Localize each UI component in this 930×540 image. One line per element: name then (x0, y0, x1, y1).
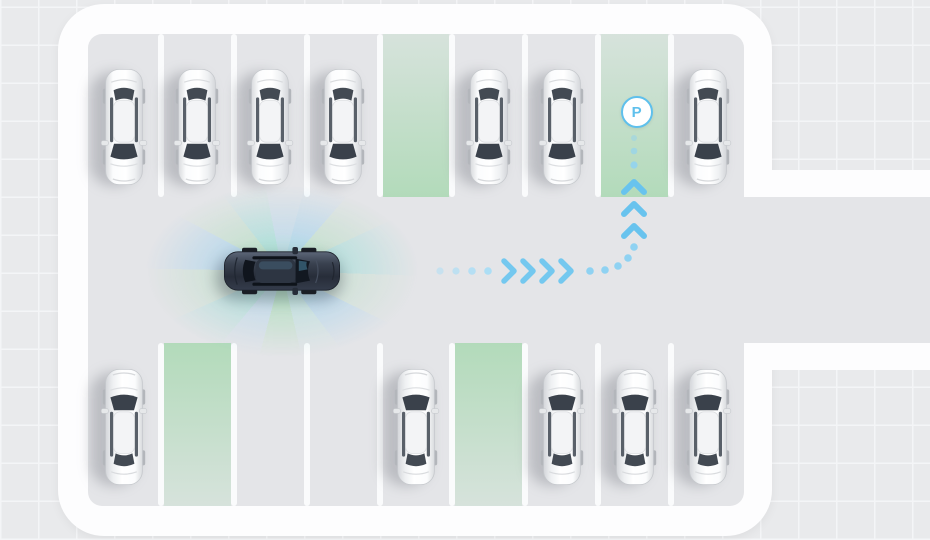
parked-car (673, 66, 732, 188)
free-spot-highlight (163, 343, 231, 506)
parked-car (673, 366, 732, 488)
parked-car (90, 366, 148, 488)
parked-car (236, 66, 294, 188)
spot-divider (668, 343, 675, 506)
parked-car (90, 66, 148, 188)
car-top-view (684, 369, 731, 485)
car-top-view (319, 69, 367, 185)
car-top-view (538, 69, 585, 185)
spot-divider (449, 34, 456, 197)
target-spot-marker-icon: P (620, 96, 653, 128)
spot-divider (522, 343, 529, 506)
spot-divider (230, 343, 237, 506)
spot-divider (668, 34, 675, 197)
marker-label: P (631, 103, 642, 121)
parked-car (163, 66, 221, 188)
parked-car (527, 366, 586, 488)
parked-car (600, 366, 659, 488)
parked-car (454, 66, 513, 188)
ego-vehicle (216, 246, 342, 300)
spot-divider (376, 34, 383, 197)
spot-divider (230, 34, 237, 197)
spot-divider (303, 343, 310, 506)
car-top-view (392, 369, 440, 485)
lane-curb-top (740, 170, 930, 197)
spot-divider (376, 343, 383, 506)
free-spot-highlight (382, 34, 450, 197)
spot-divider (595, 34, 602, 197)
spot-divider (522, 34, 529, 197)
free-spot-highlight (455, 343, 523, 506)
lane-curb-bottom (740, 343, 930, 370)
car-top-view (247, 69, 294, 185)
ego-car-top-view (224, 247, 340, 295)
spot-divider (303, 34, 310, 197)
spot-divider (595, 343, 602, 506)
car-top-view (101, 69, 148, 185)
car-top-view (611, 369, 658, 485)
parked-car (527, 66, 586, 188)
car-top-view (684, 69, 731, 185)
spot-divider (157, 34, 164, 197)
car-top-view (174, 69, 221, 185)
spot-divider (157, 343, 164, 506)
car-top-view (101, 369, 148, 485)
spot-divider (449, 343, 456, 506)
car-top-view (538, 369, 585, 485)
parked-car (309, 66, 367, 188)
parked-car (382, 366, 440, 488)
car-top-view (465, 69, 512, 185)
